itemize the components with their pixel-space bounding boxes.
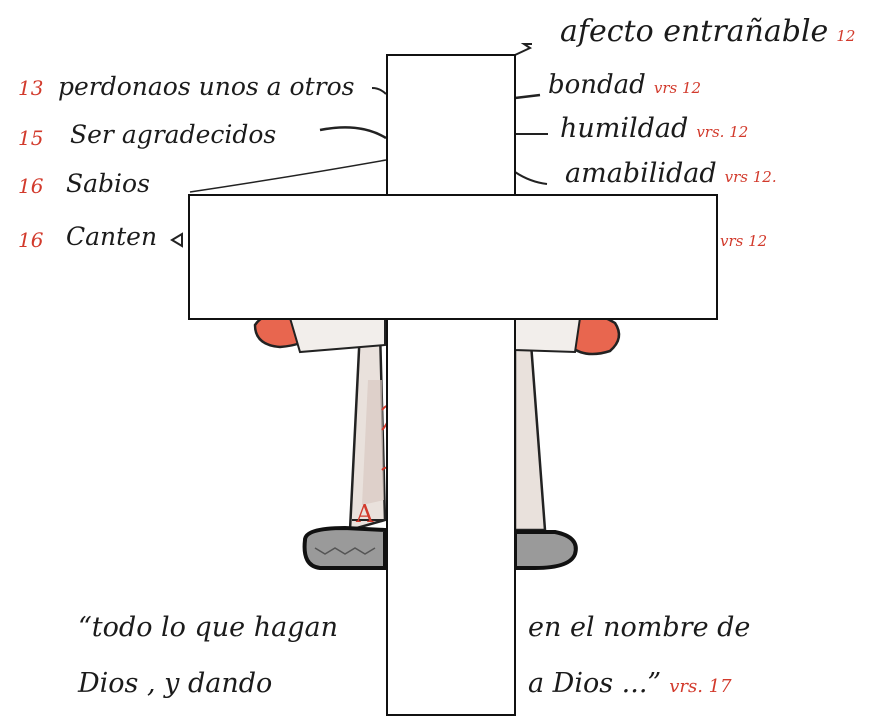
arrow-canten xyxy=(170,232,183,248)
arrow-sabios xyxy=(189,159,387,193)
label-bondad: bondad xyxy=(548,70,646,100)
verse-number: 13 xyxy=(18,76,44,100)
text-amabilidad: amabilidad vrs 12. xyxy=(565,158,777,189)
robe-shading xyxy=(362,380,384,505)
robe-right xyxy=(513,328,547,532)
label-afecto: afecto entrañable xyxy=(560,14,829,49)
verse-ref: 12 xyxy=(836,27,856,45)
verse-ref: vrs 12 xyxy=(720,232,768,250)
text-canten: Canten xyxy=(66,222,158,251)
arrow-bondad xyxy=(514,93,541,100)
text-bondad: bondad vrs 12 xyxy=(548,70,701,100)
verse-ref: vrs 12. xyxy=(724,168,777,186)
quote-ref: vrs. 17 xyxy=(669,676,732,697)
quote-line2-right: a Dios ...” vrs. 17 xyxy=(528,668,732,699)
left-sleeve xyxy=(288,317,386,354)
arrow-agradecidos xyxy=(319,126,387,140)
label-humildad: humildad xyxy=(560,113,689,144)
right-shoe xyxy=(513,530,578,570)
arrow-afecto xyxy=(514,43,533,56)
quote-line2-left: Dios , y dando xyxy=(78,668,273,699)
cross-center xyxy=(388,196,514,318)
verse-number: 16 xyxy=(18,228,44,252)
verse-ref: vrs. 12 xyxy=(696,123,749,141)
arrow-perdonaos xyxy=(371,87,387,95)
text-perdonaos: perdonaos unos a otros xyxy=(58,72,355,101)
text-humildad: humildad vrs. 12 xyxy=(560,113,748,144)
shoe-texture xyxy=(314,547,376,555)
verse-ref: vrs 12 xyxy=(653,79,702,97)
shirt-letter: A xyxy=(356,500,374,528)
text-afecto: afecto entrañable 12 xyxy=(560,14,855,49)
quote-line1-left: “todo lo que hagan xyxy=(78,612,338,643)
label-amabilidad: amabilidad xyxy=(565,158,717,189)
verse-number: 16 xyxy=(18,174,44,198)
arrow-amabilidad xyxy=(514,171,548,185)
cross-vertical-box xyxy=(386,54,516,716)
text-sabios: Sabios xyxy=(66,169,150,198)
quote-text: a Dios ...” xyxy=(528,668,662,699)
quote-line1-right: en el nombre de xyxy=(528,612,751,643)
text-agradecidos: Ser agradecidos xyxy=(70,120,277,149)
left-shoe xyxy=(302,525,387,570)
right-sleeve xyxy=(514,317,582,354)
text-hidden-virtue: vrs 12 xyxy=(720,227,767,251)
verse-number: 15 xyxy=(18,126,44,150)
